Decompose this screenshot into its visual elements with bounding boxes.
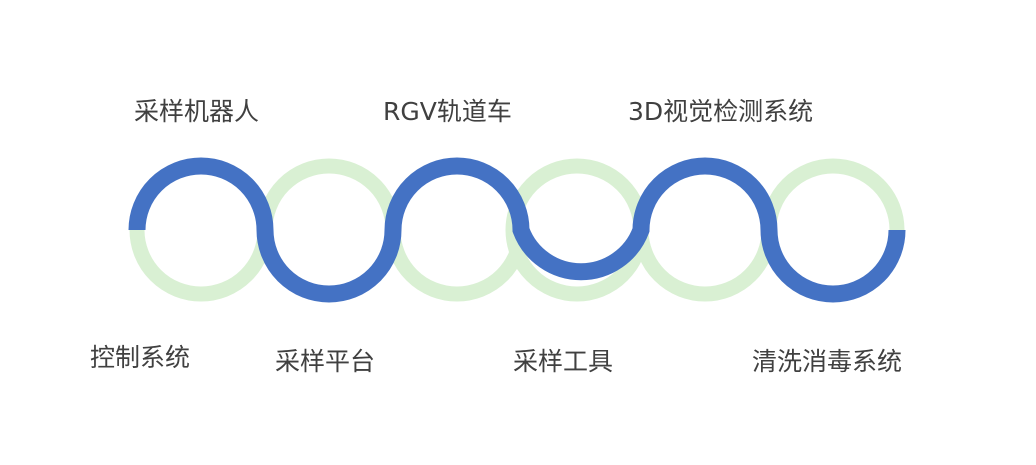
label-control-system: 控制系统: [90, 343, 191, 372]
label-disinfection-system: 清洗消毒系统: [752, 347, 903, 376]
label-rgv: RGV轨道车: [383, 97, 512, 126]
label-robot: 采样机器人: [134, 97, 260, 126]
wave-line: [128, 157, 906, 303]
label-sampling-platform: 采样平台: [275, 347, 376, 376]
label-sampling-tool: 采样工具: [513, 347, 614, 376]
label-vision-system: 3D视觉检测系统: [628, 97, 814, 126]
